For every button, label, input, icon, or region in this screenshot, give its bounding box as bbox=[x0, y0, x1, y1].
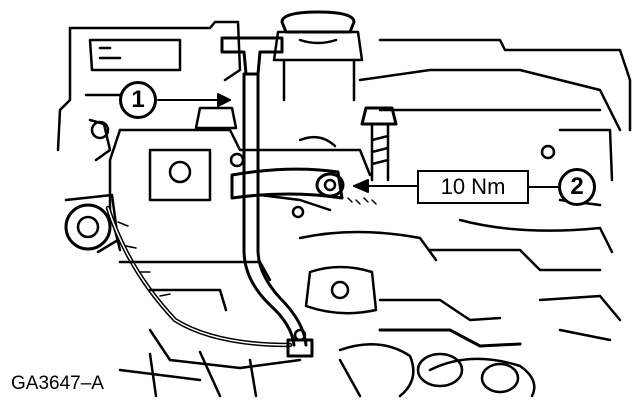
left-sensor-bracket bbox=[64, 118, 120, 254]
callout-1-arrowhead bbox=[217, 93, 231, 107]
tube-bracket bbox=[230, 167, 377, 205]
callout-2-arrowhead bbox=[353, 179, 369, 193]
torque-spec-label: 10 Nm bbox=[417, 170, 529, 204]
tube-lower-bolt bbox=[286, 328, 314, 358]
center-bolt bbox=[360, 106, 398, 182]
callout-2: 2 bbox=[558, 168, 596, 206]
figure-id: GA3647–A bbox=[8, 373, 107, 395]
lower-right-hoses bbox=[338, 294, 622, 398]
filler-cap bbox=[272, 10, 364, 102]
callout-1: 1 bbox=[119, 81, 157, 119]
lower-block bbox=[118, 230, 438, 398]
dipstick-tube bbox=[220, 36, 308, 347]
callout-arrows bbox=[157, 93, 559, 193]
wiring-harness bbox=[105, 205, 293, 348]
mid-housing bbox=[108, 106, 372, 252]
